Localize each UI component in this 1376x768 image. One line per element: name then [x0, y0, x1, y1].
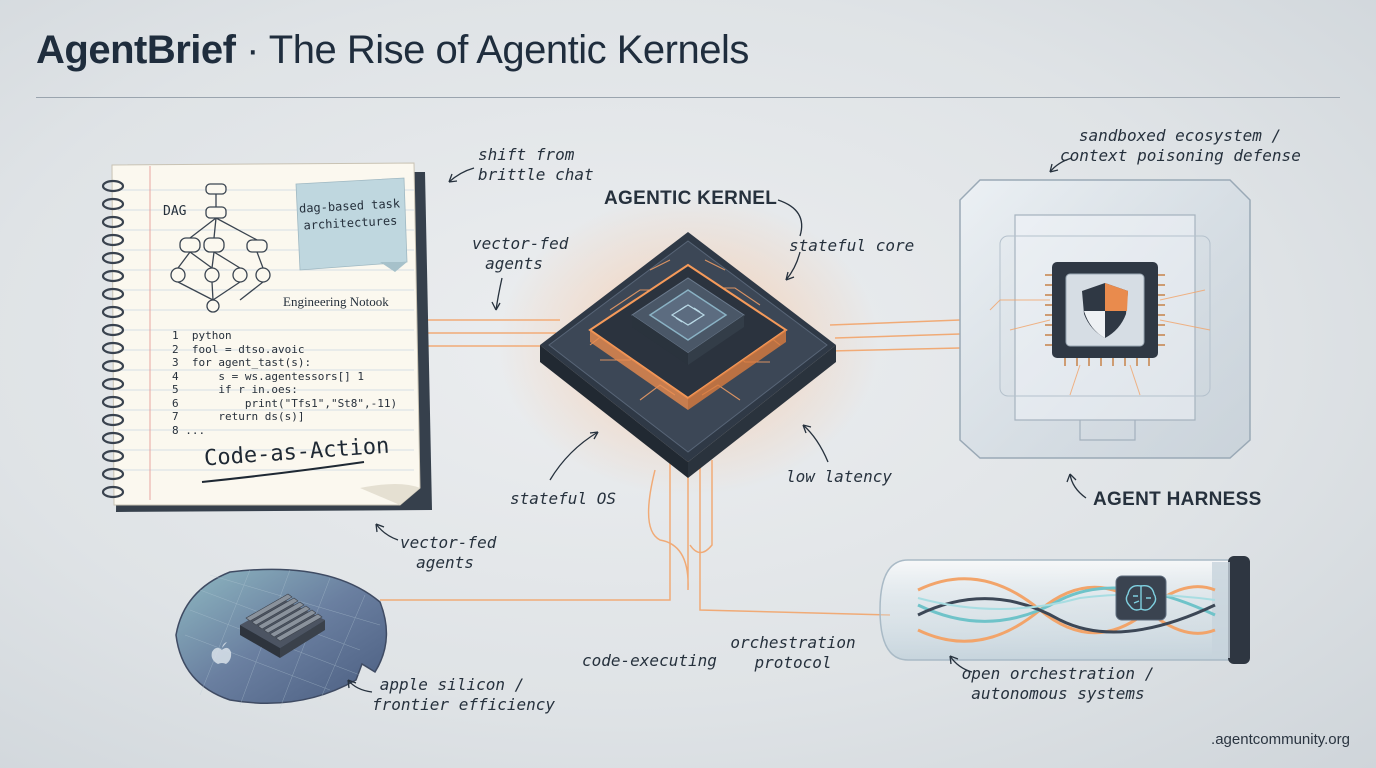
code-line: 1 python: [172, 329, 232, 342]
annotation-orchestration-protocol: orchestration protocol: [730, 633, 856, 672]
orchestration-tube: [879, 556, 1250, 664]
arrow-apple-silicon: [347, 679, 373, 693]
chip-icon: [670, 304, 706, 326]
shield-icon: [1082, 283, 1128, 338]
annotation-vector-fed-top: vector-fed agents: [472, 234, 569, 273]
code-line: 7 return ds(s)]: [172, 410, 305, 423]
code-block: 1 python 2 fool = dtso.avoic 3 for agent…: [172, 329, 397, 437]
agent-harness-label: AGENT HARNESS: [1093, 489, 1262, 510]
annotation-vector-fed-bottom: vector-fed agents: [400, 533, 497, 572]
annotation-shift-from-chat: shift from brittle chat: [478, 145, 594, 184]
apple-silicon-wafer: [175, 568, 388, 709]
dag-label: DAG: [163, 204, 187, 219]
agent-harness: [959, 179, 1251, 459]
code-line: 2 fool = dtso.avoic: [172, 342, 305, 356]
title-subtitle: The Rise of Agentic Kernels: [268, 28, 750, 72]
wire-loop: [647, 460, 689, 591]
heatsink-icon: [240, 593, 325, 658]
arrow-open-orchestration: [949, 655, 973, 673]
sticky-note: [295, 177, 408, 272]
annotation-sandboxed: sandboxed ecosystem / context poisoning …: [1060, 126, 1301, 165]
arrow-agent-harness: [1069, 473, 1087, 499]
arrow-low-latency: [802, 424, 829, 463]
annotation-arrows: [347, 157, 1087, 693]
arrow-stateful-core: [785, 251, 801, 281]
code-line: 3 for agent_tast(s):: [172, 356, 312, 369]
agentic-kernel-label: AGENTIC KERNEL: [604, 188, 778, 209]
annotation-code-executing: code-executing: [582, 651, 717, 670]
page-title: AgentBrief · The Rise of Agentic Kernels: [36, 28, 749, 73]
arrow-agentic-kernel: [777, 199, 803, 237]
annotation-stateful-os: stateful OS: [510, 489, 616, 508]
code-line: 8 ...: [172, 423, 206, 437]
dag-sketch: [170, 183, 271, 313]
code-line: 6 print("Tfs1","St8",-11): [172, 396, 398, 410]
wire-kernel-wafer: [380, 460, 671, 601]
header-divider: [36, 97, 1340, 98]
title-separator: ·: [235, 28, 269, 72]
annotation-open-orchestration: open orchestration / autonomous systems: [961, 664, 1155, 703]
annotation-low-latency: low latency: [786, 467, 892, 486]
annotation-apple-silicon: apple silicon / frontier efficiency: [372, 675, 556, 714]
harness-circuit-traces: [989, 289, 1211, 396]
arrow-vector-fed-top: [495, 277, 503, 311]
arrow-sandboxed: [1049, 157, 1073, 173]
notebook-title: Engineering Notook: [283, 294, 389, 309]
sticky-note-text: dag-based task architectures: [298, 196, 401, 233]
notebook-spiral: [101, 179, 125, 499]
brain-icon: [1125, 584, 1157, 611]
engineering-notebook: [101, 162, 432, 512]
arrow-vector-fed-bottom: [375, 523, 399, 541]
apple-logo-icon: [211, 642, 232, 664]
brand-name: AgentBrief: [36, 28, 236, 72]
footer-site: .agentcommunity.org: [1211, 731, 1350, 748]
wire-loop-2: [689, 460, 713, 554]
harness-chip-pins: [1045, 274, 1165, 366]
code-line: 4 s = ws.agentessors[] 1: [172, 369, 365, 383]
code-action-underline: [201, 461, 365, 483]
arrow-shift-from-chat: [448, 167, 475, 183]
wire-kernel-tube-1: [699, 460, 891, 616]
arrow-stateful-os: [549, 431, 599, 481]
agentic-kernel-chip: [498, 195, 878, 495]
annotation-stateful-core: stateful core: [789, 236, 915, 255]
code-line: 5 if r in.oes:: [172, 383, 298, 396]
